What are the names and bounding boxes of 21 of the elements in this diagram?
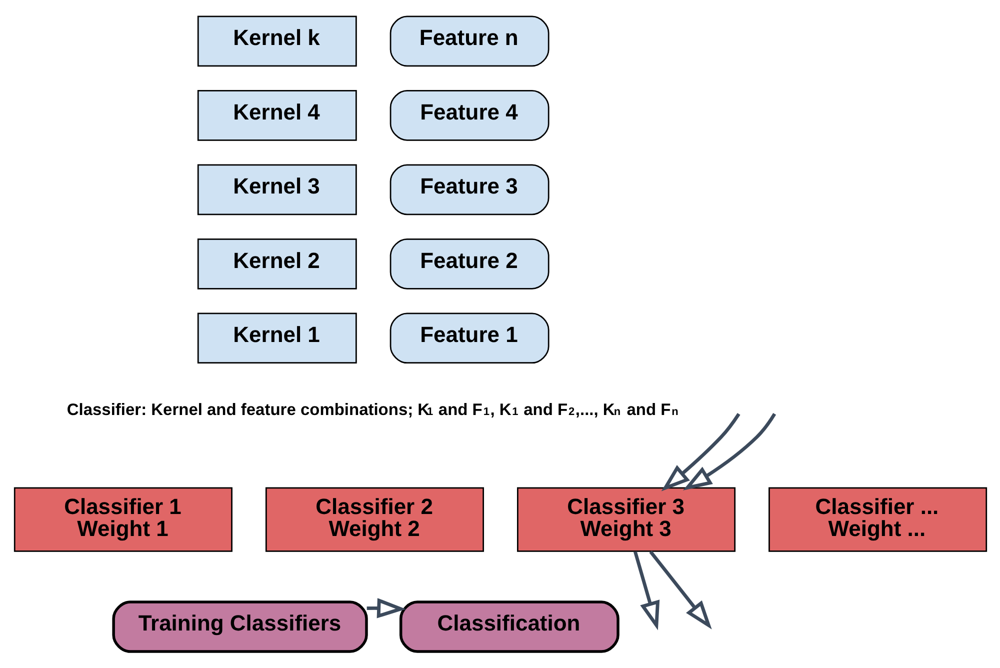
node-box: Training Classifiers bbox=[112, 600, 368, 653]
arrow bbox=[633, 551, 660, 630]
node-box: Feature n bbox=[389, 16, 549, 67]
node-box: Feature 3 bbox=[389, 164, 549, 216]
arrow bbox=[682, 412, 776, 490]
node-box: Kernel 4 bbox=[196, 90, 356, 141]
arrow bbox=[648, 550, 712, 630]
node-box: Feature 4 bbox=[389, 90, 549, 141]
arrow bbox=[366, 598, 406, 618]
node-box: Classifier 2 Weight 2 bbox=[264, 487, 484, 552]
node-box: Kernel 3 bbox=[196, 164, 356, 216]
node-box: Classifier 3 Weight 3 bbox=[516, 487, 736, 552]
node-box: Feature 1 bbox=[389, 312, 549, 364]
arrow bbox=[660, 412, 740, 492]
node-box: Classifier 1 Weight 1 bbox=[13, 487, 232, 552]
node-box: Kernel 1 bbox=[196, 312, 356, 364]
node-box: Kernel k bbox=[196, 16, 356, 67]
node-box: Feature 2 bbox=[389, 238, 549, 290]
node-box: Classification bbox=[398, 600, 619, 653]
node-box: Classifier ... Weight ... bbox=[768, 487, 987, 552]
node-box: Kernel 2 bbox=[196, 238, 356, 290]
